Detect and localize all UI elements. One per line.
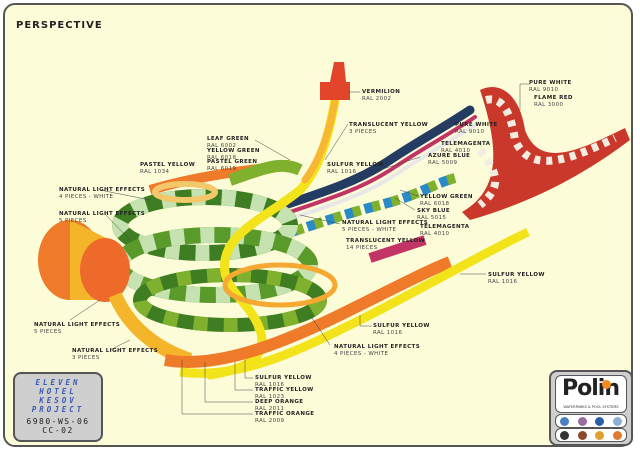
- lower-orange-slide: [163, 256, 453, 368]
- leader-lines: [69, 83, 530, 415]
- award-badge-icon: [577, 430, 587, 440]
- project-title-block: ELEVEN HOTEL KESOV PROJECT 6980-WS-06 CC…: [13, 372, 103, 442]
- certification-badge-icon: [595, 416, 605, 426]
- project-name-line: ELEVEN: [35, 378, 81, 387]
- translucent-yellow-ring: [222, 262, 338, 308]
- award-badge-icon: [612, 430, 622, 440]
- telemagenta-slide: [368, 235, 427, 263]
- project-code: 6980-WS-06: [26, 417, 90, 426]
- brand-tagline: WATERPARKS & POOL SYSTEMS: [563, 405, 619, 409]
- logo-dot-icon: [602, 380, 611, 389]
- project-name-line: PROJECT: [31, 405, 85, 414]
- page-title: PERSPECTIVE: [16, 20, 103, 31]
- polin-logo-block: Polin WATERPARKS & POOL SYSTEMS: [549, 370, 633, 446]
- award-badge-icon: [595, 430, 605, 440]
- brand-logo: Polin: [562, 376, 620, 401]
- project-revision: CC-02: [42, 426, 74, 435]
- project-name-line: KESOV: [39, 396, 77, 405]
- certification-badges: [555, 414, 627, 428]
- project-name-line: HOTEL: [39, 387, 77, 396]
- green-spiral-slide: [112, 159, 327, 332]
- certification-badge-icon: [577, 416, 587, 426]
- certification-badge-icon: [612, 416, 622, 426]
- award-badges: [555, 428, 627, 442]
- checkerboard-wave-slide: [462, 86, 630, 221]
- award-badge-icon: [560, 430, 570, 440]
- start-tower: [320, 82, 350, 100]
- certification-badge-icon: [560, 416, 570, 426]
- pastel-yellow-ring: [152, 181, 218, 203]
